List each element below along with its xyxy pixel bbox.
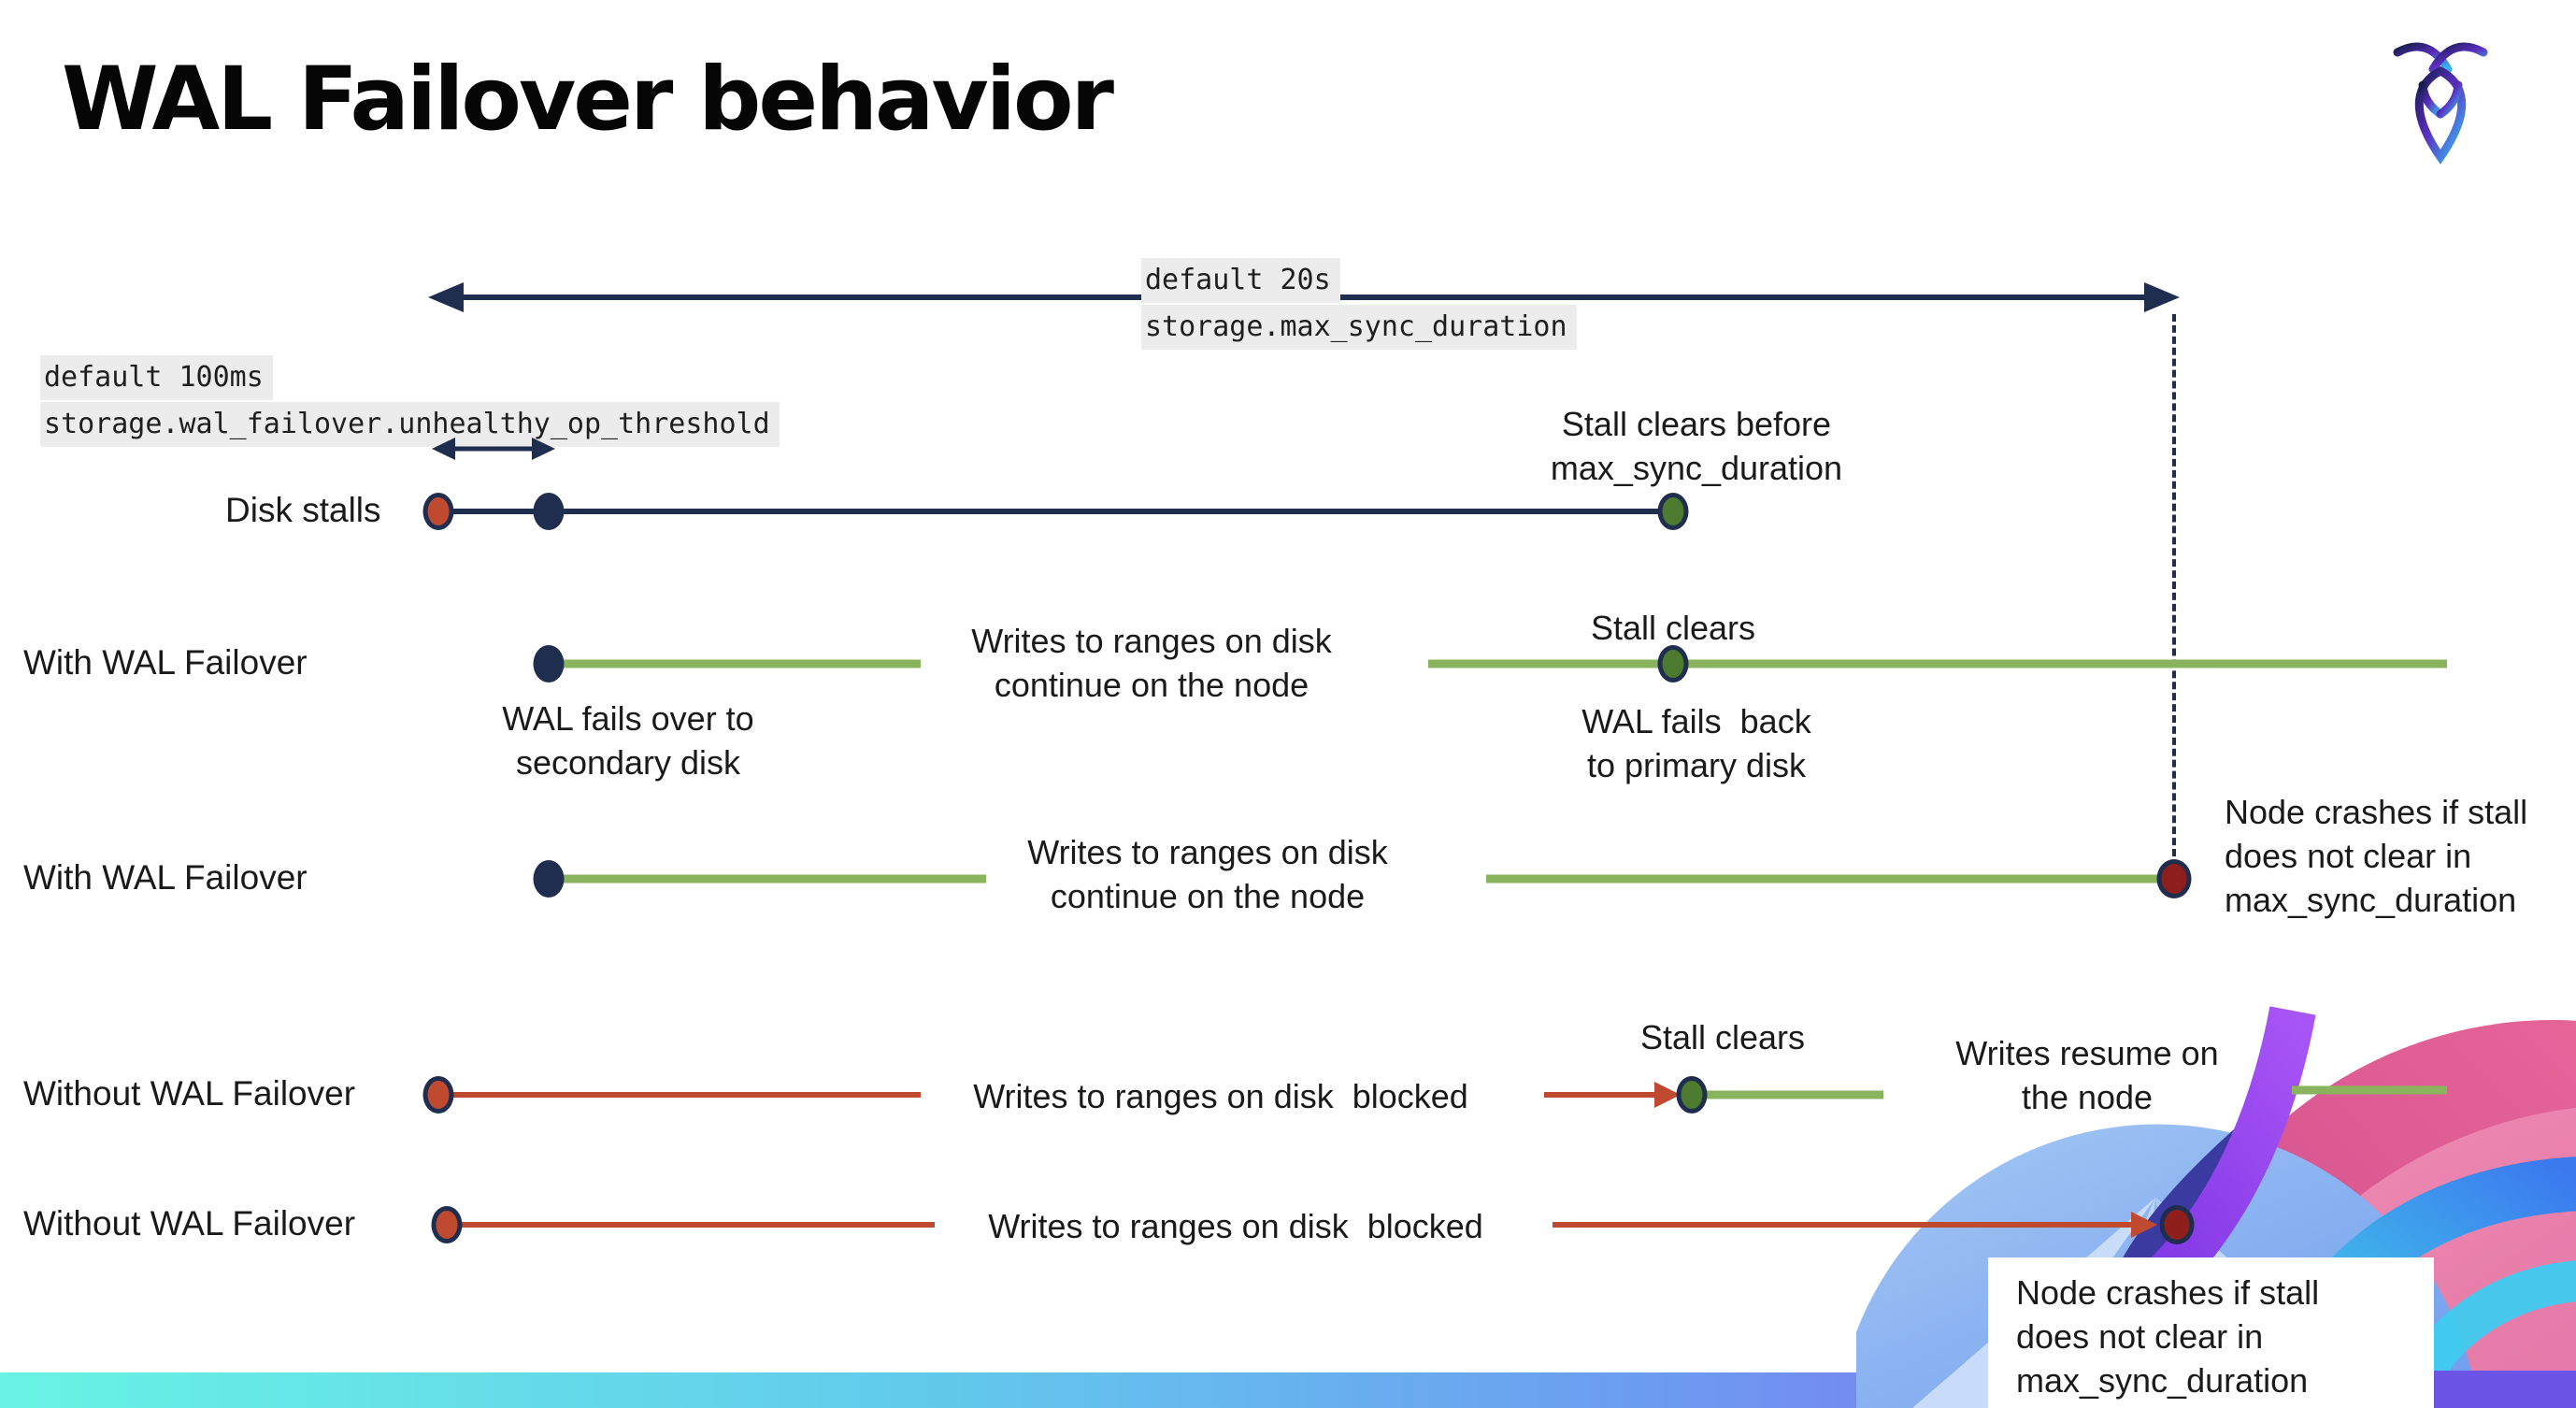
threshold-arrowhead-right-icon xyxy=(532,438,555,460)
row-label-disk-stalls: Disk stalls xyxy=(225,491,381,529)
stall-start-dot xyxy=(422,1076,454,1113)
stall-clear-dot xyxy=(1676,1076,1708,1113)
row-label-with-wal-failover-1: With WAL Failover xyxy=(23,643,308,682)
stall-clears-note: Stall clears xyxy=(1590,609,1756,647)
threshold-default-label: default 100ms xyxy=(40,355,273,400)
stall-clears-before-note: Stall clears before max_sync_duration xyxy=(1550,405,1843,487)
writes-resume-note: Writes resume on the node xyxy=(1955,1034,2219,1116)
node-crashes-note: Node crashes if stall does not clear in … xyxy=(2225,793,2528,919)
failover-dot xyxy=(533,645,565,682)
threshold-arrowhead-left-icon xyxy=(432,438,455,460)
stall-start-dot xyxy=(431,1206,463,1243)
resume-line xyxy=(2292,1085,2447,1095)
fails-back-note: WAL fails back to primary disk xyxy=(1581,702,1811,784)
threshold-arrow xyxy=(443,446,550,452)
max-sync-duration-callout: default 20s storage.max_sync_duration xyxy=(1141,258,1577,352)
page-title: WAL Failover behavior xyxy=(62,49,1114,151)
crash-dot xyxy=(2156,859,2192,898)
unhealthy-op-threshold-callout: default 100ms storage.wal_failover.unhea… xyxy=(40,355,780,449)
threshold-setting-label: storage.wal_failover.unhealthy_op_thresh… xyxy=(40,402,780,447)
stall-clear-dot xyxy=(1657,493,1689,530)
arrowhead-right-icon xyxy=(2144,282,2180,312)
blocked-line xyxy=(438,1092,921,1098)
stall-clears-note: Stall clears xyxy=(1639,1018,1806,1056)
writes-continue-note: Writes to ranges on disk continue on the… xyxy=(971,622,1332,704)
max-sync-default-label: default 20s xyxy=(1141,258,1340,303)
row-label-without-wal-failover-1: Without WAL Failover xyxy=(23,1074,356,1113)
blocked-line xyxy=(447,1222,935,1228)
node-crashes-card: Node crashes if stall does not clear in … xyxy=(1988,1257,2434,1408)
cockroachdb-logo-icon xyxy=(2393,42,2488,165)
resume-line xyxy=(1692,1090,1883,1099)
failback-dot xyxy=(1657,645,1689,682)
blocked-line xyxy=(1553,1222,2138,1228)
stall-start-dot xyxy=(422,493,454,530)
writes-line xyxy=(1428,659,2447,668)
fails-over-note: WAL fails over to secondary disk xyxy=(502,699,754,782)
writes-line xyxy=(549,874,986,884)
writes-line xyxy=(549,659,921,668)
writes-continue-note: Writes to ranges on disk continue on the… xyxy=(1027,833,1388,915)
row-label-with-wal-failover-2: With WAL Failover xyxy=(23,858,308,897)
disk-stall-timeline xyxy=(438,509,1673,514)
failover-dot xyxy=(533,860,565,898)
blocked-line xyxy=(1544,1092,1662,1098)
node-crashes-note: Node crashes if stall does not clear in … xyxy=(2016,1273,2320,1400)
dashed-crash-line xyxy=(2172,314,2176,856)
arrowhead-left-icon xyxy=(428,282,464,312)
row-label-without-wal-failover-2: Without WAL Failover xyxy=(23,1204,356,1243)
writes-blocked-note: Writes to ranges on disk blocked xyxy=(988,1207,1483,1245)
writes-blocked-note: Writes to ranges on disk blocked xyxy=(973,1077,1468,1115)
writes-line xyxy=(1486,874,2174,884)
blocked-arrowhead-icon xyxy=(1654,1082,1681,1108)
max-sync-setting-label: storage.max_sync_duration xyxy=(1141,305,1577,350)
threshold-dot xyxy=(533,493,565,530)
crash-dot xyxy=(2159,1205,2195,1244)
blocked-arrowhead-icon xyxy=(2131,1212,2157,1238)
